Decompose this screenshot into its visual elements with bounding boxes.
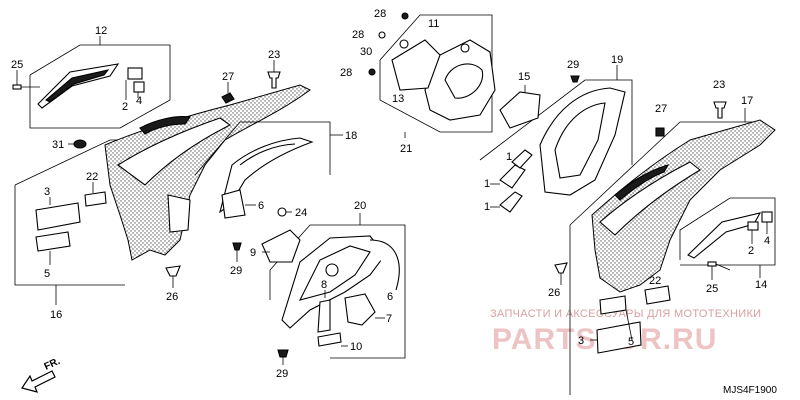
callout-11: 11 xyxy=(428,18,439,30)
screw-23-b xyxy=(713,101,727,119)
callout-25: 25 xyxy=(11,59,23,71)
callout-5-b: 5 xyxy=(628,336,634,348)
callout-27-b: 27 xyxy=(655,103,667,115)
bolt-24 xyxy=(277,207,287,217)
part-4-sticker xyxy=(133,81,145,93)
callout-24: 24 xyxy=(295,207,307,219)
screw-29 xyxy=(232,242,242,251)
callout-8: 8 xyxy=(321,279,327,291)
callout-1-a: 1 xyxy=(484,178,490,190)
callout-2-b: 2 xyxy=(748,245,754,257)
trim-18-group xyxy=(194,121,343,262)
callout-28-b: 28 xyxy=(352,29,364,41)
callout-23: 23 xyxy=(268,49,280,61)
callout-6: 6 xyxy=(258,200,264,212)
callout-17: 17 xyxy=(741,95,753,107)
clip-27 xyxy=(221,92,235,104)
front-direction-arrow: FR. xyxy=(21,356,62,393)
callout-22: 22 xyxy=(86,171,98,183)
right-side-cover-group xyxy=(554,101,776,395)
part-22-b xyxy=(644,285,671,305)
callout-9: 9 xyxy=(250,247,256,259)
callout-19: 19 xyxy=(611,54,623,66)
part-6-strip xyxy=(369,239,400,291)
callout-3: 3 xyxy=(44,186,50,198)
callout-2: 2 xyxy=(122,101,128,113)
callout-23-b: 23 xyxy=(713,79,725,91)
callout-28-c: 28 xyxy=(340,67,352,79)
callout-12: 12 xyxy=(95,25,107,37)
part-15 xyxy=(499,91,541,129)
callout-22-b: 22 xyxy=(649,275,661,287)
callout-7: 7 xyxy=(386,313,392,325)
bolt-25 xyxy=(12,84,22,90)
callout-18: 18 xyxy=(345,130,357,142)
callout-31: 31 xyxy=(52,139,64,151)
part-9 xyxy=(261,229,301,263)
part-3 xyxy=(35,202,81,231)
watermark-top-text: ЗАПЧАСТИ И АКСЕССУАРЫ ДЛЯ МОТОТЕХНИКИ xyxy=(490,308,761,320)
grommet-31 xyxy=(73,139,87,149)
meter-case-19-group xyxy=(479,65,633,213)
clip-27-b xyxy=(655,127,665,137)
screw-29-c xyxy=(570,75,580,83)
callout-3-b: 3 xyxy=(578,335,584,347)
callout-1-b: 1 xyxy=(484,201,490,213)
part-2-sticker-b xyxy=(747,221,759,231)
part-10 xyxy=(317,332,342,347)
callout-20: 20 xyxy=(354,200,366,212)
callout-16: 16 xyxy=(50,309,62,321)
part-2-sticker xyxy=(127,67,143,80)
part-11-gasket xyxy=(391,39,441,91)
clip-26 xyxy=(165,265,181,277)
callout-4-b: 4 xyxy=(764,235,770,247)
callout-29-b: 29 xyxy=(276,368,288,380)
callout-25-b: 25 xyxy=(706,283,718,295)
meter-cover-21-group xyxy=(368,12,496,138)
part-22 xyxy=(84,191,107,207)
diagram-code: MJS4F1900 xyxy=(723,385,777,396)
callout-29: 29 xyxy=(230,265,242,277)
screw-29-b xyxy=(277,349,289,358)
part-1-a xyxy=(499,164,526,189)
callout-1-c: 1 xyxy=(506,151,512,163)
front-direction-label: FR. xyxy=(43,356,62,373)
part-8 xyxy=(317,299,331,333)
callout-28-a: 28 xyxy=(374,8,386,20)
part-1-c xyxy=(511,149,533,169)
left-side-cover-group xyxy=(12,36,311,305)
callout-30: 30 xyxy=(360,46,372,58)
clip-26-b xyxy=(554,262,568,274)
screw-28-b xyxy=(378,31,386,39)
callout-13: 13 xyxy=(392,93,404,105)
callout-27: 27 xyxy=(222,71,234,83)
callout-10: 10 xyxy=(350,341,362,353)
inner-cover-20-group xyxy=(261,213,406,365)
part-1-b xyxy=(499,191,523,213)
part-7 xyxy=(344,293,376,326)
callout-5: 5 xyxy=(44,268,50,280)
callout-21: 21 xyxy=(400,143,412,155)
callout-6-b: 6 xyxy=(387,291,393,303)
screw-28-c xyxy=(368,68,376,76)
callout-26: 26 xyxy=(166,291,178,303)
screw-23 xyxy=(267,71,281,89)
callout-26-b: 26 xyxy=(548,287,560,299)
callout-15: 15 xyxy=(518,71,530,83)
callout-14: 14 xyxy=(755,279,767,291)
bolt-25-b xyxy=(707,261,717,267)
callout-29-c: 29 xyxy=(567,59,579,71)
callout-labels: 12 25 2 4 31 27 23 18 3 22 5 16 6 24 9 2… xyxy=(11,8,770,380)
part-5 xyxy=(35,231,71,252)
frame-12 xyxy=(29,44,171,129)
screw-28-a xyxy=(401,12,409,20)
callout-4: 4 xyxy=(136,95,142,107)
part-4-sticker-b xyxy=(761,211,773,223)
washer-30 xyxy=(399,39,409,49)
